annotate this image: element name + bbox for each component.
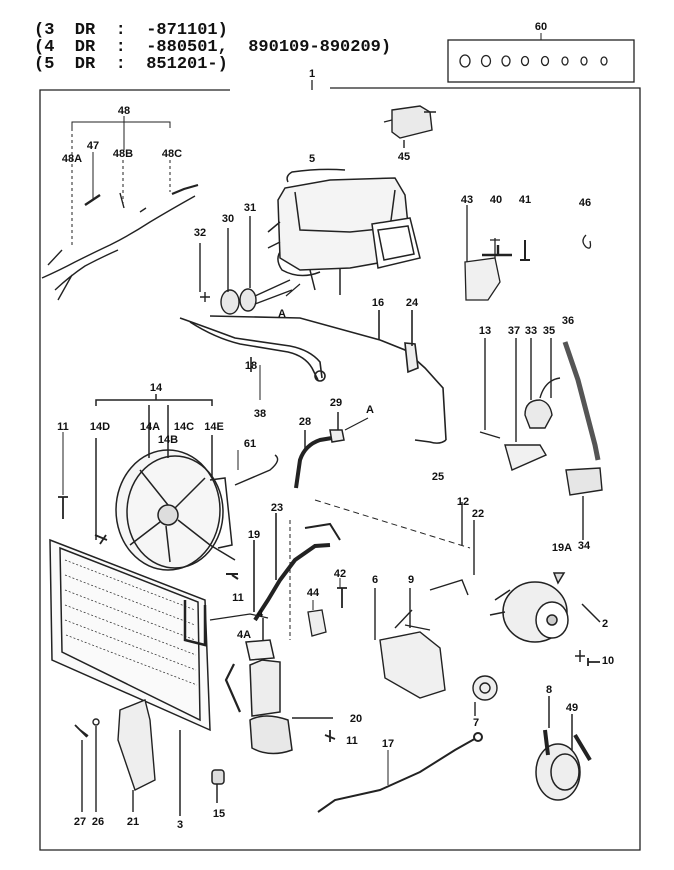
- callout-48C: 48C: [162, 148, 182, 160]
- bracket-43: [464, 205, 592, 301]
- callout-43: 43: [461, 194, 473, 206]
- fasteners: [58, 365, 347, 742]
- callout-14E: 14E: [204, 421, 224, 433]
- callout-A-right: A: [366, 404, 374, 416]
- callout-11-mid: 11: [232, 592, 244, 604]
- callout-32: 32: [194, 227, 206, 239]
- callout-8: 8: [546, 684, 552, 696]
- callout-A-left: A: [278, 308, 286, 320]
- callout-60: 60: [535, 21, 547, 33]
- callout-33: 33: [525, 325, 537, 337]
- callout-26: 26: [92, 816, 104, 828]
- callout-11-low: 11: [346, 735, 358, 747]
- callout-1: 1: [309, 68, 315, 80]
- callout-labels: 1 60 45 5 48 47 48A 48B 48C 43 40 41 46 …: [57, 21, 614, 831]
- callout-13: 13: [479, 325, 491, 337]
- compressor-bracket: [314, 499, 600, 716]
- callout-48B: 48B: [113, 148, 133, 160]
- callout-7: 7: [473, 717, 479, 729]
- callout-18: 18: [245, 360, 257, 372]
- condenser: [49, 538, 269, 816]
- callout-10: 10: [602, 655, 614, 667]
- liquid-pipe: [317, 732, 483, 813]
- callout-31: 31: [244, 202, 256, 214]
- callout-19: 19: [248, 529, 260, 541]
- callout-44: 44: [307, 587, 320, 599]
- callout-19A: 19A: [552, 542, 572, 554]
- callout-17: 17: [382, 738, 394, 750]
- callout-40: 40: [490, 194, 502, 206]
- receiver-drier: [211, 618, 333, 803]
- relay-45: [383, 105, 436, 148]
- callout-25: 25: [432, 471, 444, 483]
- callout-30: 30: [222, 213, 234, 225]
- discharge-hose: [226, 513, 341, 640]
- callout-5: 5: [309, 153, 315, 165]
- callout-24: 24: [406, 297, 419, 309]
- callout-27: 27: [74, 816, 86, 828]
- callout-36: 36: [562, 315, 574, 327]
- callout-14B: 14B: [158, 434, 178, 446]
- callout-49: 49: [566, 702, 578, 714]
- callout-4: 4: [257, 608, 264, 620]
- main-frame: [39, 80, 641, 851]
- condenser-bracket: [74, 699, 156, 812]
- suction-hose: [285, 283, 369, 489]
- clutch-pulley: [535, 696, 592, 801]
- callout-6: 6: [372, 574, 378, 586]
- callout-34: 34: [578, 540, 591, 552]
- callout-41: 41: [519, 194, 531, 206]
- expansion-valve: [199, 216, 293, 315]
- callout-16: 16: [372, 297, 384, 309]
- callout-14A: 14A: [140, 421, 160, 433]
- callout-3: 3: [177, 819, 183, 831]
- seal-kit-box: [447, 33, 635, 83]
- blower-unit: [267, 168, 421, 295]
- cooling-fan: [95, 394, 279, 571]
- callout-12: 12: [457, 496, 469, 508]
- callout-23: 23: [271, 502, 283, 514]
- callout-29: 29: [330, 397, 342, 409]
- refrigerant-pipes: [179, 310, 447, 444]
- wiring-harness: [41, 116, 199, 301]
- callout-45: 45: [398, 151, 410, 163]
- callout-28: 28: [299, 416, 311, 428]
- model-applicability-line-2: (4 DR : -880501, 890109-890209): [34, 38, 392, 57]
- callout-22: 22: [472, 508, 484, 520]
- model-applicability-line-3: (5 DR : 851201-): [34, 55, 228, 74]
- callout-35: 35: [543, 325, 555, 337]
- callout-14: 14: [150, 382, 163, 394]
- callout-21: 21: [127, 816, 139, 828]
- compressor: [489, 572, 601, 662]
- callout-2: 2: [602, 618, 608, 630]
- callout-46: 46: [579, 197, 591, 209]
- callout-42: 42: [334, 568, 346, 580]
- callout-48: 48: [118, 105, 130, 117]
- callout-48A: 48A: [62, 153, 82, 165]
- callout-14C: 14C: [174, 421, 194, 433]
- callout-47: 47: [87, 140, 99, 152]
- callout-15: 15: [213, 808, 225, 820]
- callout-9: 9: [408, 574, 414, 586]
- callout-11-top: 11: [57, 421, 69, 433]
- thermostat-group: [479, 338, 603, 540]
- callout-4A: 4A: [237, 629, 251, 641]
- callout-61: 61: [244, 438, 256, 450]
- model-applicability-line-1: (3 DR : -871101): [34, 21, 228, 40]
- callout-20: 20: [350, 713, 362, 725]
- callout-37: 37: [508, 325, 520, 337]
- callout-14D: 14D: [90, 421, 110, 433]
- callout-38: 38: [254, 408, 266, 420]
